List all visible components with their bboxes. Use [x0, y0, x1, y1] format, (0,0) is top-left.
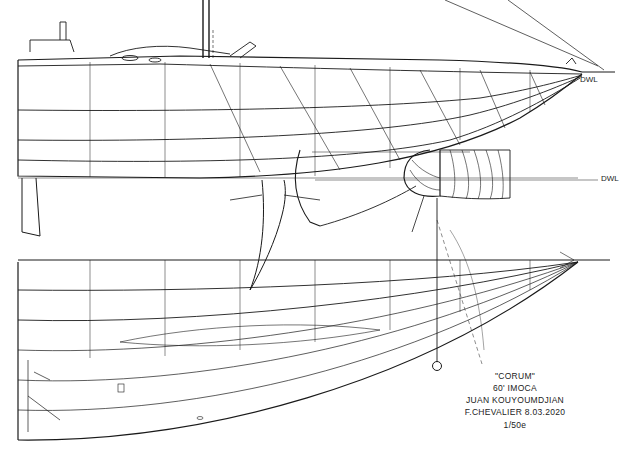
waterline-label: DWL — [580, 76, 598, 84]
scale-label: 1/50e — [504, 421, 527, 430]
plan-view — [18, 252, 610, 440]
title-block-text: "CORUM" — [495, 372, 535, 381]
title-block-text: JUAN KOUYOUMDJIAN — [466, 396, 564, 405]
title-block-text: F.CHEVALIER 8.03.2020 — [465, 408, 566, 417]
profile-view — [18, 0, 615, 290]
waterline-label: DWL — [601, 175, 619, 183]
title-block-text: 60' IMOCA — [493, 384, 537, 393]
